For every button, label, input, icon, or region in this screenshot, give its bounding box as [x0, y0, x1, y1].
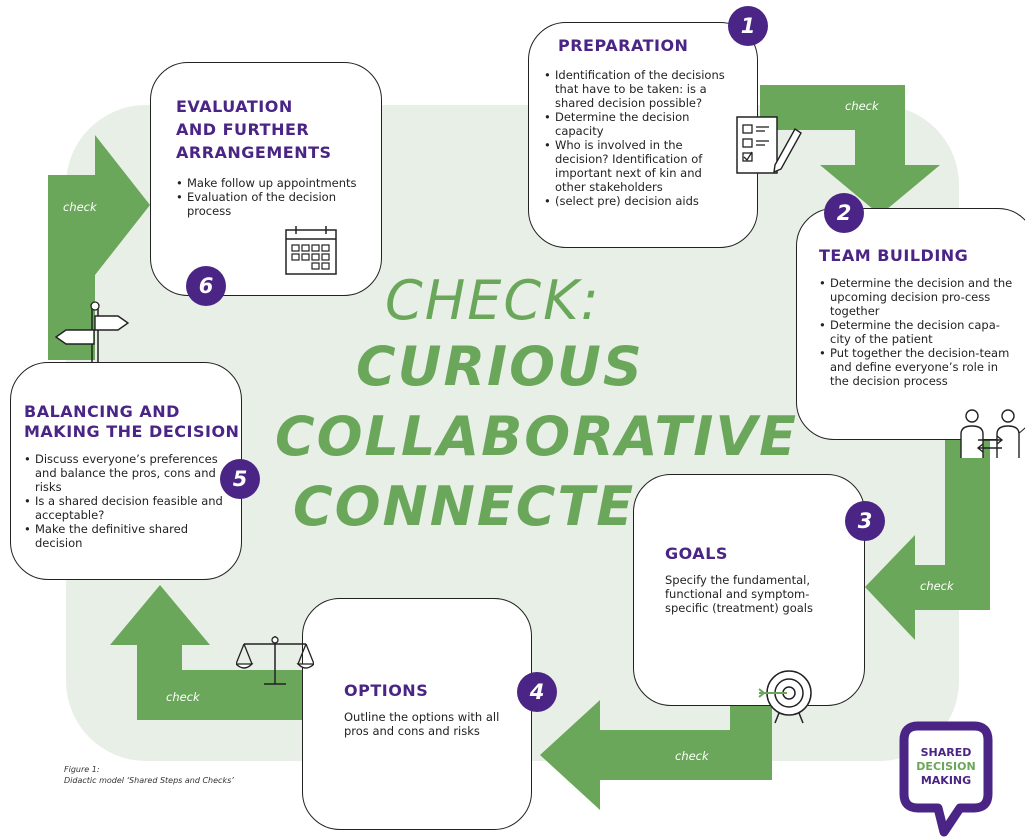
- bullet-item: Identification of the decisions that hav…: [544, 68, 730, 110]
- step-title: TEAM BUILDING: [819, 246, 969, 265]
- step-title: GOALS: [665, 544, 728, 563]
- step-title: ARRANGEMENTS: [176, 143, 332, 162]
- figure-caption-text: Didactic model ‘Shared Steps and Checks’: [64, 776, 234, 785]
- scales-icon: [236, 636, 314, 685]
- step-card-goals: [633, 474, 865, 706]
- target-icon: [758, 670, 812, 724]
- step-number-badge: 2: [824, 193, 864, 233]
- bullet-item: Make follow up appointments: [176, 176, 366, 190]
- check-arrow-5-6: [48, 135, 150, 360]
- step-number-badge: 4: [517, 672, 557, 712]
- step-title: BALANCING AND: [24, 402, 180, 421]
- step-text: Specify the fundamental, functional and …: [665, 573, 813, 615]
- check-label: check: [845, 99, 879, 113]
- step-title: PREPARATION: [558, 36, 689, 55]
- bullet-item: Put together the decision-team and defin…: [819, 346, 1019, 388]
- check-arrow-2-3: [865, 430, 990, 640]
- check-arrow-4-5: [110, 585, 305, 720]
- check-label: check: [63, 200, 97, 214]
- step-text: Outline the options with all pros and co…: [344, 710, 500, 738]
- logo-text-making: MAKING: [920, 774, 972, 787]
- shared-decision-making-logo: [899, 721, 993, 837]
- step-title: AND FURTHER: [176, 120, 310, 139]
- signpost-icon: [54, 301, 130, 382]
- check-arrow-3-4: [540, 700, 772, 810]
- check-label: check: [920, 579, 954, 593]
- center-line-connected: CONNECTED: [293, 475, 682, 538]
- check-arrow-1-2: [760, 85, 940, 215]
- team-exchange-icon: [960, 409, 1020, 458]
- bullet-item: Discuss everyone’s preferences and balan…: [24, 452, 229, 494]
- step-title: EVALUATION: [176, 97, 293, 116]
- logo-text-shared: SHARED: [920, 746, 972, 759]
- bullet-item: Determine the decision capa-city of the …: [819, 318, 1019, 346]
- logo-text-decision: DECISION: [916, 760, 976, 773]
- center-heading: CHECK:: [385, 269, 601, 332]
- step-number-badge: 6: [186, 266, 226, 306]
- step-bullets: Make follow up appointments Evaluation o…: [176, 176, 366, 218]
- step-number-badge: 5: [220, 459, 260, 499]
- checklist-icon: [736, 116, 802, 174]
- bullet-item: Determine the decision capacity: [544, 110, 730, 138]
- step-title: MAKING THE DECISION: [24, 422, 240, 441]
- bullet-item: Who is involved in the decision? Identif…: [544, 138, 730, 194]
- bullet-item: (select pre) decision aids: [544, 194, 730, 208]
- step-bullets: Identification of the decisions that hav…: [544, 68, 730, 208]
- bullet-item: Make the definitive shared decision: [24, 522, 229, 550]
- center-line-collaborative: COLLABORATIVE: [275, 405, 799, 468]
- center-line-curious: CURIOUS: [356, 335, 644, 398]
- check-label: check: [166, 690, 200, 704]
- figure-caption-label: Figure 1:: [64, 765, 100, 774]
- step-number-badge: 1: [728, 6, 768, 46]
- step-card-options: [302, 598, 532, 830]
- calendar-icon: [285, 226, 337, 275]
- step-bullets: Determine the decision and the upcoming …: [819, 276, 1019, 388]
- check-label: check: [675, 749, 709, 763]
- bullet-item: Evaluation of the decision process: [176, 190, 366, 218]
- step-bullets: Discuss everyone’s preferences and balan…: [24, 452, 229, 550]
- step-title: OPTIONS: [344, 681, 429, 700]
- step-number-badge: 3: [845, 501, 885, 541]
- bullet-item: Determine the decision and the upcoming …: [819, 276, 1019, 318]
- bullet-item: Is a shared decision feasible and accept…: [24, 494, 229, 522]
